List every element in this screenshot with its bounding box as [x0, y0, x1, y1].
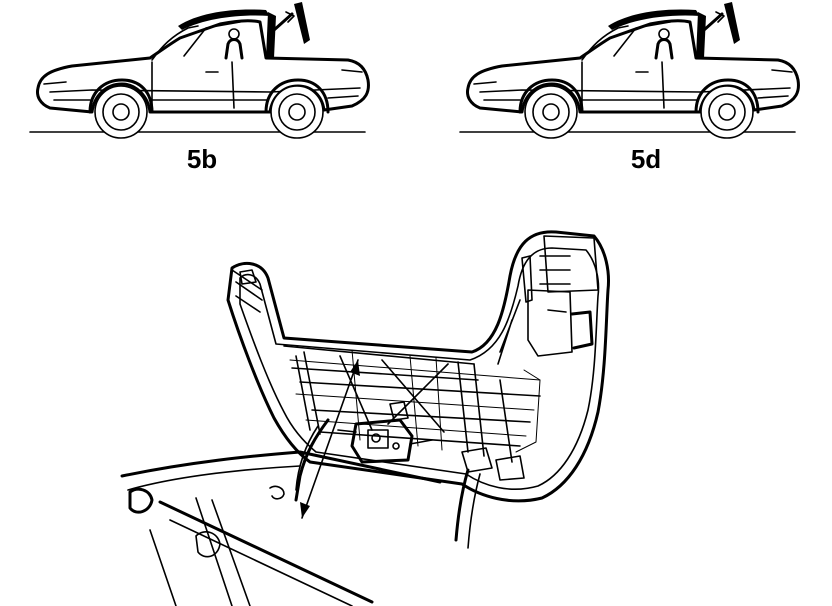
label-right-view: 5d — [631, 144, 661, 174]
lid-mechanism-detail — [120, 230, 610, 606]
label-left-view: 5b — [187, 144, 217, 174]
car-view-left — [28, 0, 370, 140]
car-view-right — [458, 0, 800, 140]
